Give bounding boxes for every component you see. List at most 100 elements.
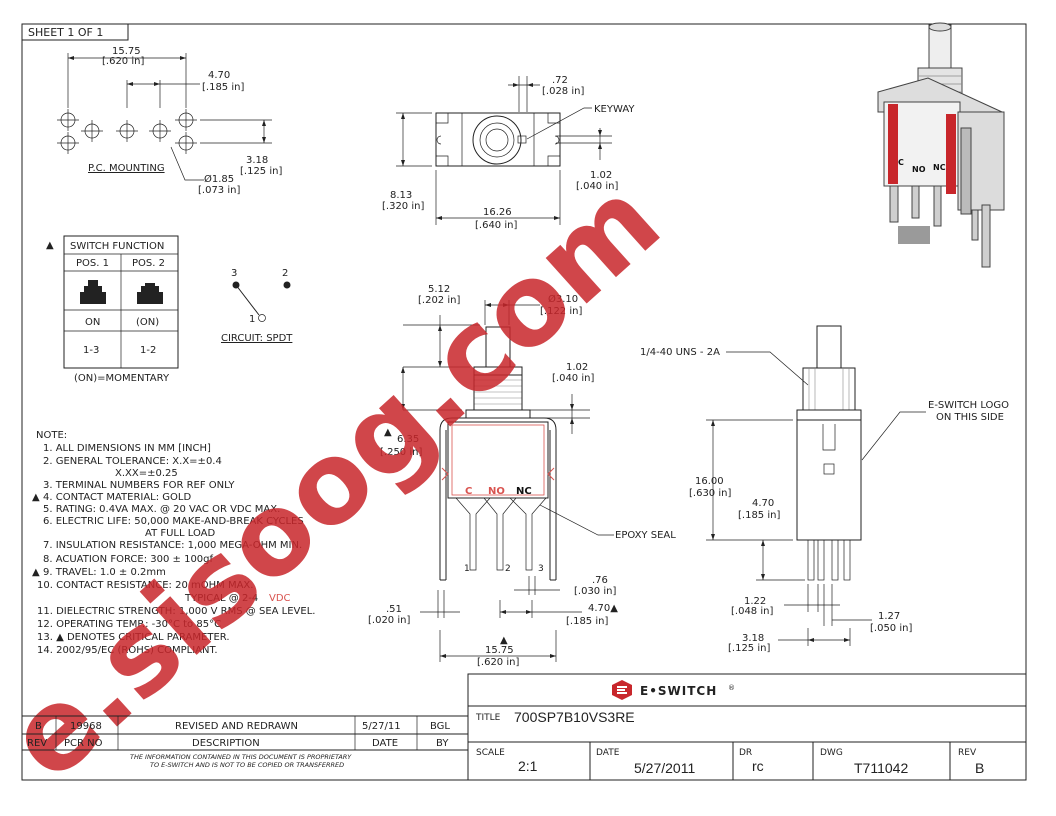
pc-dim-pitch: 4.70 xyxy=(208,70,230,81)
switch-function-marker: ▲ xyxy=(46,240,54,251)
flange-dim-in: [.040 in] xyxy=(552,373,594,384)
switch-state-2: (ON) xyxy=(136,317,159,328)
pin-thick-dim-in: [.020 in] xyxy=(368,615,410,626)
notes-heading: NOTE: xyxy=(36,430,67,441)
pc-mounting-label: P.C. MOUNTING xyxy=(88,163,165,174)
iso-term-nc: NC xyxy=(933,163,946,172)
pin-width-dim-in: [.030 in] xyxy=(574,586,616,597)
rev-header-by: BY xyxy=(436,738,449,749)
pin-span-marker: ▲ xyxy=(500,635,508,646)
front-term-c: C xyxy=(465,486,472,497)
plunger-dia-dim: Ø3.10 xyxy=(548,293,578,305)
note-9: 9. TRAVEL: 1.0 ± 0.2mm xyxy=(43,567,166,578)
switch-footnote: (ON)=MOMENTARY xyxy=(74,373,170,384)
side-pin-a-dim: 1.22 xyxy=(744,596,766,607)
note-14: 14. 2002/95/EC (ROHS) COMPLIANT. xyxy=(37,645,218,656)
note-2: 2. GENERAL TOLERANCE: X.X=±0.4 xyxy=(43,456,222,467)
pos2-switch-icon xyxy=(137,283,163,304)
iso-term-c: C xyxy=(898,158,904,167)
top-length-dim: 16.26 xyxy=(483,207,512,218)
note-10b: TYPICAL @ 2-4 xyxy=(184,593,258,604)
pin-1: 1 xyxy=(464,564,470,574)
note-4-marker: ▲ xyxy=(32,492,40,503)
pc-dim-overall-in: [.620 in] xyxy=(102,56,144,67)
front-term-no: NO xyxy=(488,486,505,497)
pin-width-dim: .76 xyxy=(592,575,608,586)
keyway-depth-dim-in: [.040 in] xyxy=(576,181,618,192)
scale-label: SCALE xyxy=(476,748,505,758)
note-7: 7. INSULATION RESISTANCE: 1,000 MEGA-OHM… xyxy=(43,540,302,551)
pin-pitch-dim: 4.70▲ xyxy=(588,603,618,614)
logo-note-1: E-SWITCH LOGO xyxy=(928,400,1009,411)
side-pin-b-dim: 1.27 xyxy=(878,611,900,622)
rev-by: BGL xyxy=(430,721,450,732)
switch-state-1: ON xyxy=(85,317,100,328)
logo-note-2: ON THIS SIDE xyxy=(936,412,1004,423)
top-length-dim-in: [.640 in] xyxy=(475,220,517,231)
keyway-width-dim: .72 xyxy=(552,75,568,86)
rev-header-pcr: PCR NO xyxy=(64,738,103,749)
sheet-label: SHEET 1 OF 1 xyxy=(28,26,103,39)
switch-function-table: ▲ SWITCH FUNCTION POS. 1 POS. 2 ON (ON) … xyxy=(46,235,179,384)
rev-date: 5/27/11 xyxy=(362,721,401,732)
dr-label: DR xyxy=(739,748,752,758)
travel-marker: ▲ xyxy=(384,427,392,438)
side-pin-c-dim-in: [.125 in] xyxy=(728,643,770,654)
side-pinlen-dim-in: [.185 in] xyxy=(738,510,780,521)
top-view: .72 [.028 in] KEYWAY 1.02 [.040 in] 8.13… xyxy=(382,75,635,231)
drawing-title: 700SP7B10VS3RE xyxy=(514,709,635,725)
note-3: 3. TERMINAL NUMBERS FOR REF ONLY xyxy=(43,480,235,491)
note-1: 1. ALL DIMENSIONS IN MM [INCH] xyxy=(43,443,211,454)
proprietary-2: TO E-SWITCH AND IS NOT TO BE COPIED OR T… xyxy=(150,761,344,769)
dr-value: rc xyxy=(752,758,764,774)
switch-pos2-header: POS. 2 xyxy=(132,258,165,269)
brand-mark: ® xyxy=(728,684,735,692)
pin-pitch-dim-in: [.185 in] xyxy=(566,616,608,627)
note-13: 13. ▲ DENOTES CRITICAL PARAMETER. xyxy=(37,632,230,643)
rev-label: REV xyxy=(958,748,977,758)
travel-dim: 6.35 xyxy=(397,434,419,445)
note-6: 6. ELECTRIC LIFE: 50,000 MAKE-AND-BREAK … xyxy=(43,516,304,527)
circuit-t3: 3 xyxy=(231,268,237,279)
rev-header-rev: REV xyxy=(27,738,47,749)
dwg-value: T711042 xyxy=(854,760,908,776)
circuit-diagram: 3 2 1 CIRCUIT: SPDT xyxy=(221,268,293,344)
note-4: 4. CONTACT MATERIAL: GOLD xyxy=(43,492,191,503)
switch-term-2: 1-2 xyxy=(140,345,156,356)
side-pin-a-dim-in: [.048 in] xyxy=(731,606,773,617)
top-height-dim: 8.13 xyxy=(390,190,412,201)
dwg-label: DWG xyxy=(820,748,843,758)
revision-block: B 19968 REVISED AND REDRAWN 5/27/11 BGL … xyxy=(22,715,468,769)
sheet-label-box xyxy=(21,23,129,41)
switch-function-title: SWITCH FUNCTION xyxy=(70,241,164,252)
note-10b-vdc: VDC xyxy=(269,593,291,604)
note-8: 8. ACUATION FORCE: 300 ± 100gf xyxy=(43,554,214,565)
title-label: TITLE xyxy=(475,713,501,723)
title-block: E•SWITCH ® TITLE 700SP7B10VS3RE SCALE 2:… xyxy=(467,673,1027,781)
pc-dim-pitch-in: [.185 in] xyxy=(202,82,244,93)
top-height-dim-in: [.320 in] xyxy=(382,201,424,212)
flange-dim: 1.02 xyxy=(566,362,588,373)
rev-letter: B xyxy=(35,721,42,732)
side-body-dim: 16.00 xyxy=(695,476,724,487)
scale-value: 2:1 xyxy=(518,758,538,774)
keyway-depth-dim: 1.02 xyxy=(590,170,612,181)
note-10: 10. CONTACT RESISTANCE: 20 mOHM MAX. xyxy=(37,580,253,591)
pc-dim-overall: 15.75 xyxy=(112,46,141,57)
date-value: 5/27/2011 xyxy=(634,760,695,776)
note-12: 12. OPERATING TEMP.: -30°C to 85°C xyxy=(37,619,221,630)
note-11: 11. DIELECTRIC STRENGTH: 1,000 V RMS @ S… xyxy=(37,606,315,617)
pin-3: 3 xyxy=(538,564,544,574)
pin-span-dim: 15.75 xyxy=(485,645,514,656)
iso-term-no: NO xyxy=(912,165,926,174)
proprietary-1: THE INFORMATION CONTAINED IN THIS DOCUME… xyxy=(130,753,352,761)
keyway-label: KEYWAY xyxy=(594,104,635,115)
pc-dim-row: 3.18 xyxy=(246,155,268,166)
rev-header-desc: DESCRIPTION xyxy=(192,738,260,749)
note-5: 5. RATING: 0.4VA MAX. @ 20 VAC OR VDC MA… xyxy=(43,504,280,515)
note-6b: AT FULL LOAD xyxy=(145,528,215,539)
pos1-switch-icon xyxy=(80,280,106,304)
rev-desc: REVISED AND REDRAWN xyxy=(175,721,298,732)
pc-dim-row-in: [.125 in] xyxy=(240,166,282,177)
plunger-offset-dim: 5.12 xyxy=(428,284,450,295)
